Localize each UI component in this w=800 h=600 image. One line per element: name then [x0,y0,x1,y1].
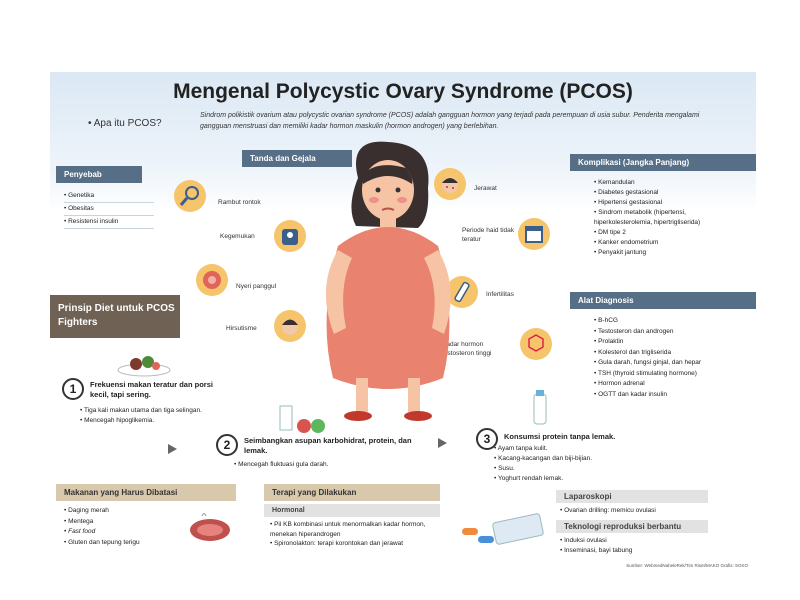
complications-header: Komplikasi (Jangka Panjang) [570,154,756,171]
step-arrow [168,444,177,454]
symptom-label: Rambut rontok [218,199,261,206]
laparoscopy-list: Ovarian drilling: memicu ovulasi [560,506,710,516]
step-title: Frekuensi makan teratur dan porsi kecil,… [90,380,213,399]
therapy-list: Pil KB kombinasi untuk menormalkan kadar… [270,520,446,549]
diagnosis-item: TSH (thyroid stimulating hormone) [594,369,744,380]
reproduction-header: Teknologi reproduksi berbantu [556,520,708,533]
pregnancy-test-icon [446,276,478,308]
symptom-label: Kadar hormon testosteron tinggi [442,341,492,357]
source-credit: Sumber: WebmedNaheleRek/Tim Riset/MAKO G… [626,563,748,568]
page-title: Mengenal Polycystic Ovary Syndrome (PCOS… [173,80,633,103]
food-plate-icon [117,356,171,377]
hair-loss-icon [174,180,206,212]
symptom-label: Jerawat [474,185,497,192]
symptom-label: Infertilitas [486,291,514,298]
limit-foods-item: Mentega [64,517,184,528]
complications-item: Diabetes gestasional [594,188,744,198]
step-number: 1 [62,378,84,400]
steak-icon [190,513,230,541]
molecule-icon [520,328,552,360]
milk-bottle-icon [533,390,547,425]
step-bullets: Tiga kali makan utama dan tiga selingan.… [80,406,230,426]
step-bullet: Mencegah fluktuasi gula darah. [234,460,404,470]
step-title: Konsumsi protein tanpa lemak. [504,432,616,441]
diagnosis-item: OGTT dan kadar insulin [594,390,744,401]
limit-foods-list: Daging merah Mentega Fast food Gluten da… [64,506,184,548]
reproduction-list: Induksi ovulasi Inseminasi, bayi tabung [560,536,710,556]
pills-icon [462,513,544,545]
diagnosis-item: Hormon adrenal [594,379,744,390]
complications-item: Kemandulan [594,178,744,188]
woman-illustration [325,141,451,421]
step-bullet: Mencegah hipoglikemia. [80,416,230,426]
diagnosis-list: B-hCG Testosteron dan androgen Prolaktin… [594,316,744,400]
therapy-item: Spironolakton: terapi korontokan dan jer… [270,539,446,549]
complications-item: Penyakit jantung [594,248,744,258]
diagnosis-item: Kolesterol dan trigliserida [594,348,744,359]
complications-item: DM tipe 2 [594,228,744,238]
step-bullet: Tiga kali makan utama dan tiga selingan. [80,406,230,416]
calendar-icon [518,218,550,250]
causes-item: Genetika [64,190,154,203]
complications-item: Kanker endometrium [594,238,744,248]
causes-header: Penyebab [56,166,142,183]
therapy-item: Pil KB kombinasi untuk menormalkan kadar… [270,520,446,539]
causes-item: Resistensi insulin [64,216,154,229]
therapy-header: Terapi yang Dilakukan [264,484,440,501]
limit-foods-header: Makanan yang Harus Dibatasi [56,484,236,501]
diagnosis-item: Gula darah, fungsi ginjal, dan hepar [594,358,744,369]
step-bullets: Mencegah fluktuasi gula darah. [234,460,404,470]
diet-header: Prinsip Diet untuk PCOS Fighters [50,295,180,338]
step-bullets: Ayam tanpa kulit. Kacang-kacangan dan bi… [494,444,654,484]
laparoscopy-item: Ovarian drilling: memicu ovulasi [560,506,710,516]
step-number: 2 [216,434,238,456]
diagnosis-item: B-hCG [594,316,744,327]
therapy-subheader: Hormonal [264,504,440,517]
symptom-label: Nyeri panggul [236,283,277,290]
step-bullet: Yoghurt rendah lemak. [494,474,654,484]
limit-foods-item: Gluten dan tepung terigu [64,538,184,549]
step-bullet: Susu. [494,464,654,474]
diagnosis-item: Prolaktin [594,337,744,348]
pelvis-icon [196,264,228,296]
face-hair-icon [274,310,306,342]
step-bullet: Kacang-kacangan dan biji-bijian. [494,454,654,464]
symptom-label: Periode haid tidak teratur [462,227,515,243]
what-is-text: Sindrom polikistik ovarium atau polycyst… [200,112,700,130]
complications-item: Hipertensi gestasional [594,198,744,208]
reproduction-item: Induksi ovulasi [560,536,710,546]
causes-list: Genetika Obesitas Resistensi insulin [64,190,154,229]
causes-item: Obesitas [64,203,154,216]
what-is-label: • Apa itu PCOS? [88,118,162,129]
limit-foods-item: Daging merah [64,506,184,517]
laparoscopy-header: Laparoskopi [556,490,708,503]
scale-icon [274,220,306,252]
limit-foods-item: Fast food [64,527,184,538]
step-bullet: Ayam tanpa kulit. [494,444,654,454]
symptom-label: Hirsutisme [226,325,257,332]
food-group-icon [279,405,325,433]
step-arrow [438,438,447,448]
complications-list: Kemandulan Diabetes gestasional Hiperten… [594,178,744,258]
diagnosis-header: Alat Diagnosis [570,292,756,309]
symptom-label: Kegemukan [220,233,255,240]
complications-item: Sindrom metabolik (hipertensi, hiperkole… [594,208,744,228]
diagnosis-item: Testosteron dan androgen [594,327,744,338]
acne-face-icon [434,168,466,200]
symptoms-header: Tanda dan Gejala [242,150,352,167]
infographic-sheet: Mengenal Polycystic Ovary Syndrome (PCOS… [50,72,756,572]
step-title: Seimbangkan asupan karbohidrat, protein,… [244,436,412,455]
step-number: 3 [476,428,498,450]
reproduction-item: Inseminasi, bayi tabung [560,546,710,556]
